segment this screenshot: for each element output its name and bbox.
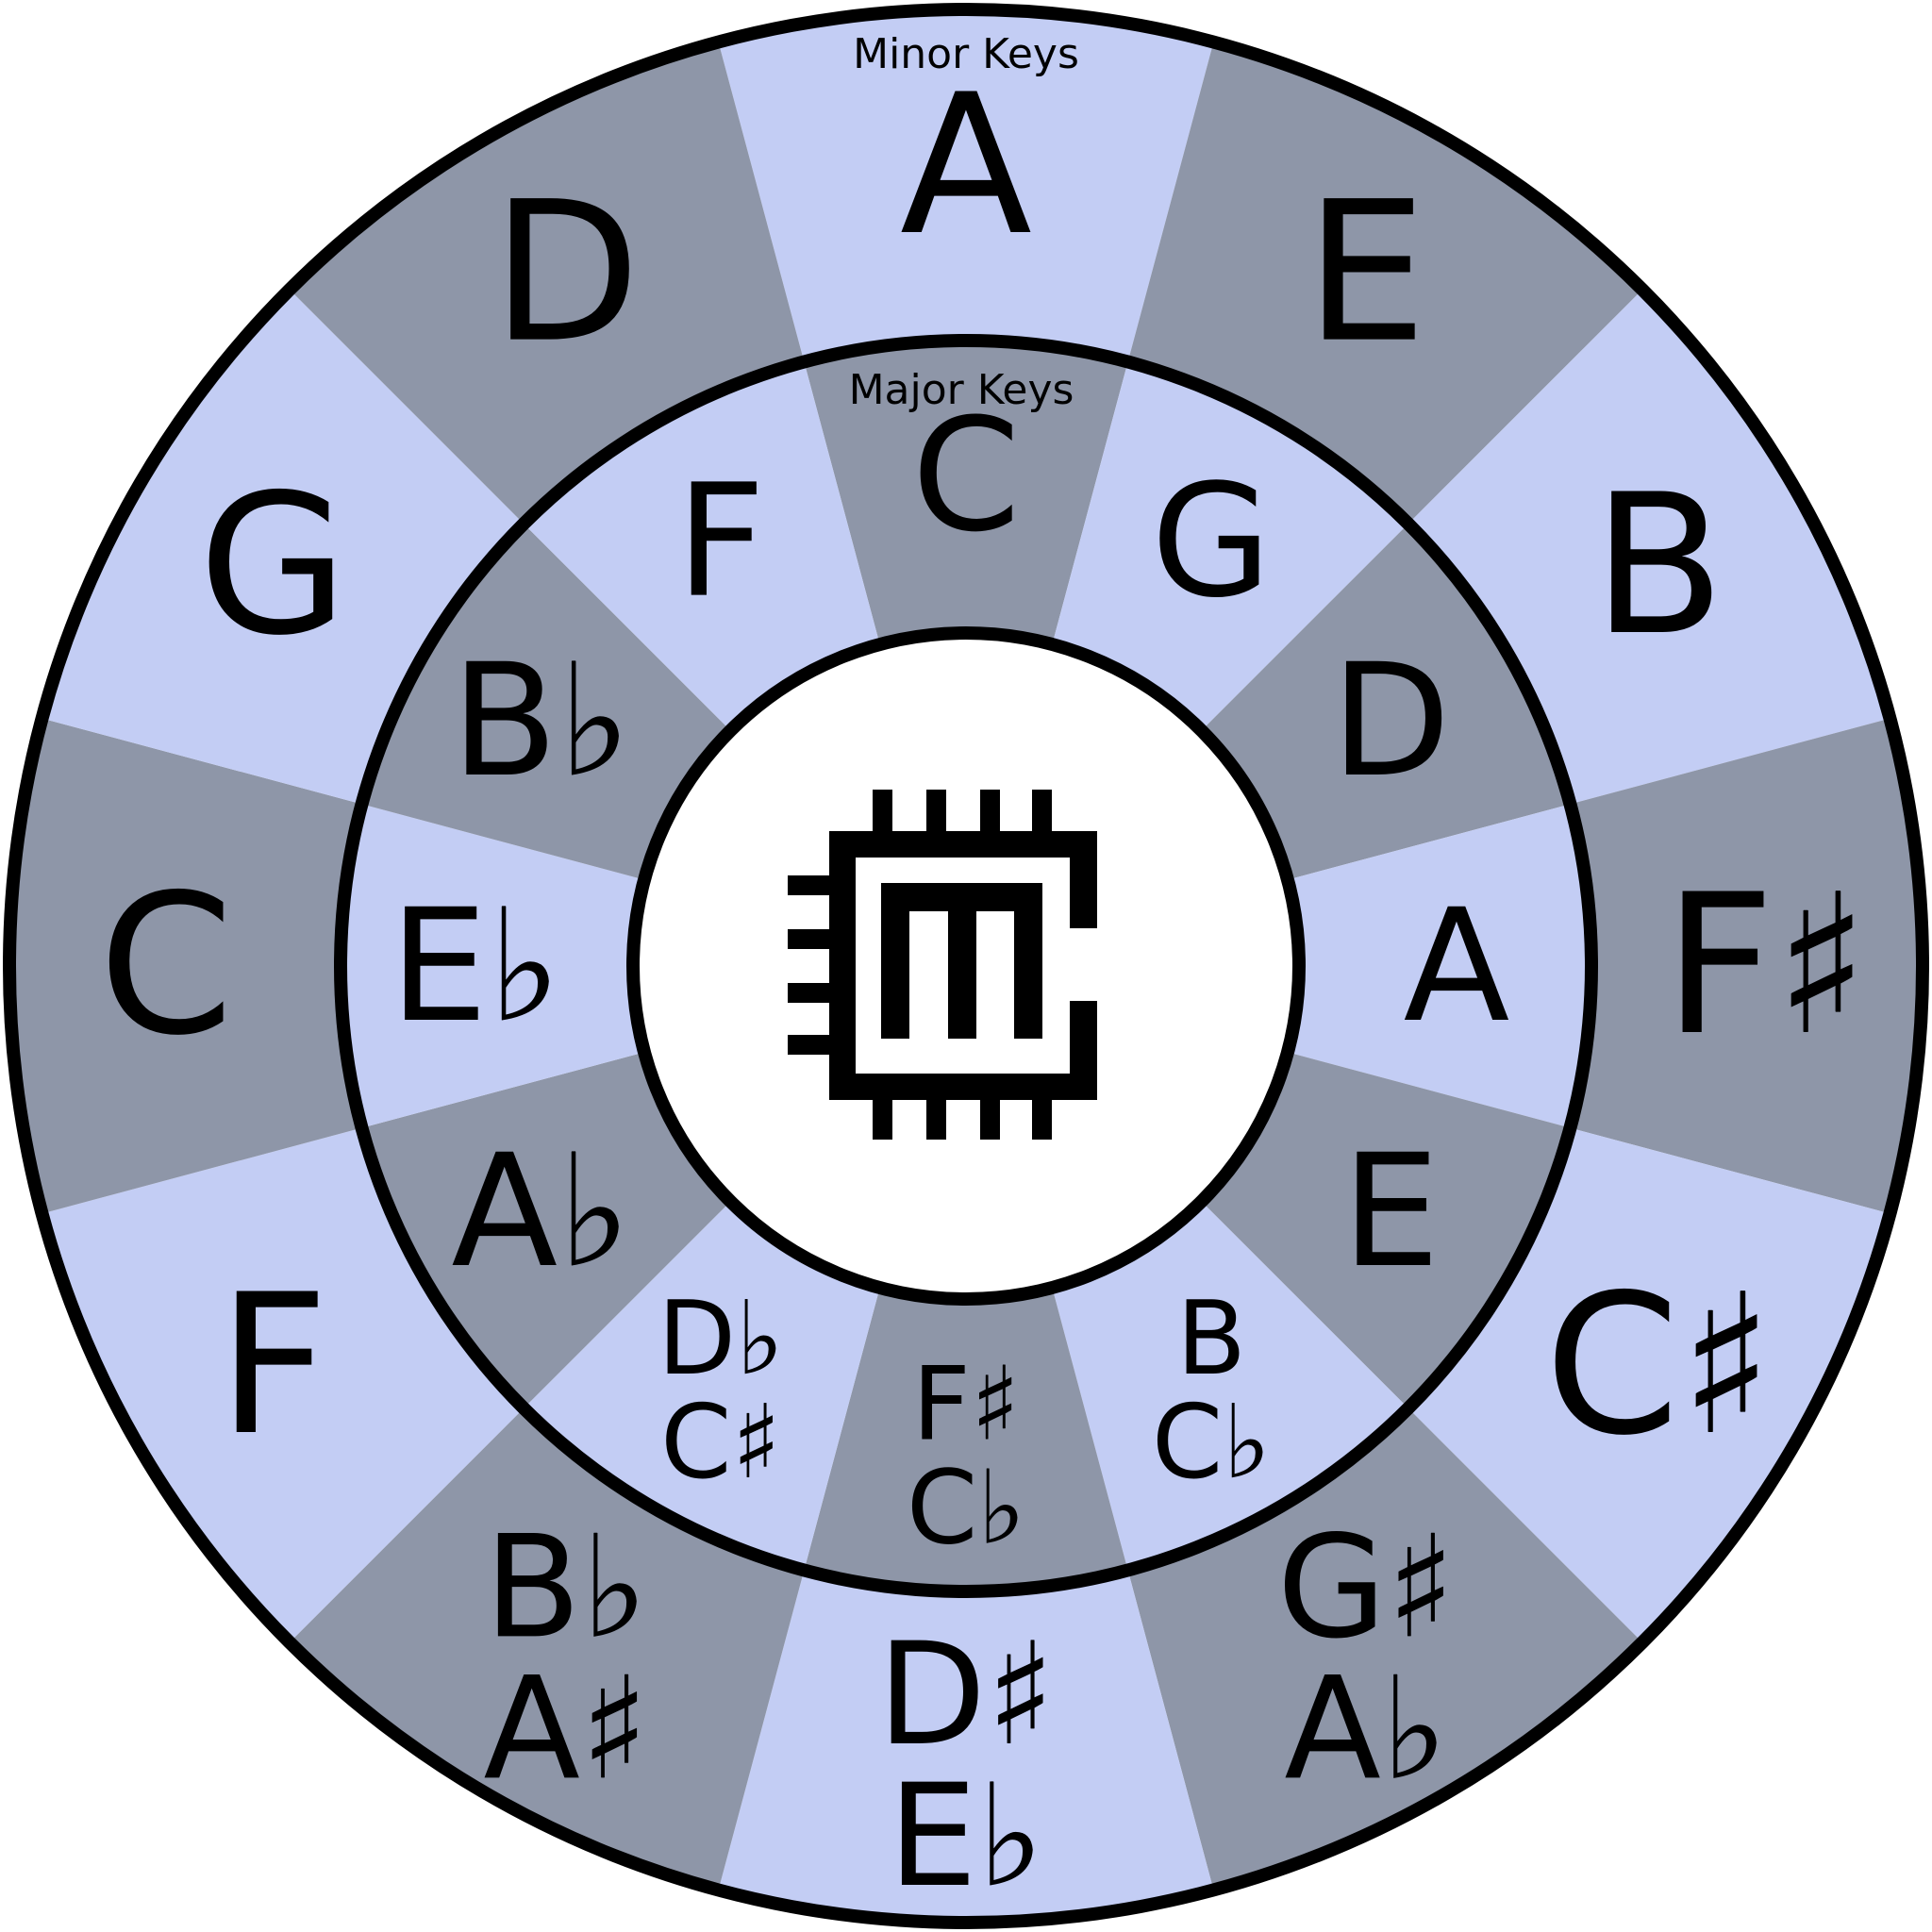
major-key-label: C♯ [660, 1384, 781, 1502]
minor-sector [718, 9, 1214, 362]
minor-sector [289, 1407, 805, 1890]
minor-key-label: E [1305, 161, 1427, 386]
minor-key-label: C♯ [1544, 1254, 1773, 1478]
minor-key-label: G [198, 454, 348, 678]
minor-sector [42, 289, 525, 805]
minor-sector [1570, 718, 1923, 1214]
minor-sector [1127, 42, 1643, 525]
minor-key-label: G♯ [1277, 1506, 1456, 1670]
minor-key-label: E♭ [888, 1755, 1044, 1919]
minor-sector [8, 718, 362, 1214]
minor-key-label: B♭ [484, 1506, 648, 1670]
major-sector [1287, 804, 1592, 1128]
minor-sector [1407, 1127, 1890, 1643]
outer-ring-border [3, 3, 1929, 1929]
major-key-label: F♯ [912, 1346, 1020, 1464]
minor-sector [1127, 1407, 1643, 1890]
microchip-m-logo-icon [788, 790, 1097, 1140]
minor-sector [289, 42, 805, 525]
minor-key-label: F [218, 1254, 329, 1478]
major-key-label: C♭ [907, 1450, 1025, 1568]
minor-key-label: D [491, 161, 641, 386]
major-key-label: B♭ [451, 630, 631, 811]
inner-ring-border [334, 334, 1598, 1598]
minor-sector [718, 1570, 1214, 1923]
major-key-label: C [911, 385, 1020, 566]
minor-keys-ring [8, 9, 1923, 1923]
major-key-label: G [1151, 451, 1272, 632]
major-sector [804, 1287, 1128, 1591]
minor-key-label: F♯ [1663, 854, 1868, 1078]
major-sector [341, 804, 645, 1128]
major-key-label: A [1404, 875, 1510, 1057]
major-key-label: E♭ [390, 875, 561, 1057]
minor-key-label: A [900, 54, 1032, 278]
minor-sector [1407, 289, 1890, 805]
major-key-label: C♭ [1152, 1384, 1271, 1502]
minor-key-label: A♭ [1284, 1647, 1447, 1811]
major-sector [804, 341, 1128, 645]
minor-key-label: B [1592, 454, 1725, 678]
major-keys-title: Major Keys [849, 366, 1074, 414]
major-key-label: D [1331, 630, 1451, 811]
major-key-label: B [1176, 1280, 1246, 1398]
major-key-label: F [676, 451, 766, 632]
minor-sector [42, 1127, 525, 1643]
minor-key-label: D♯ [877, 1613, 1055, 1777]
major-key-label: D♭ [658, 1280, 784, 1398]
major-key-label: E [1341, 1121, 1440, 1302]
minor-key-label: A♯ [483, 1647, 648, 1811]
minor-key-label: C [98, 854, 233, 1078]
minor-keys-title: Minor Keys [853, 30, 1079, 78]
major-key-label: A♭ [451, 1121, 631, 1302]
